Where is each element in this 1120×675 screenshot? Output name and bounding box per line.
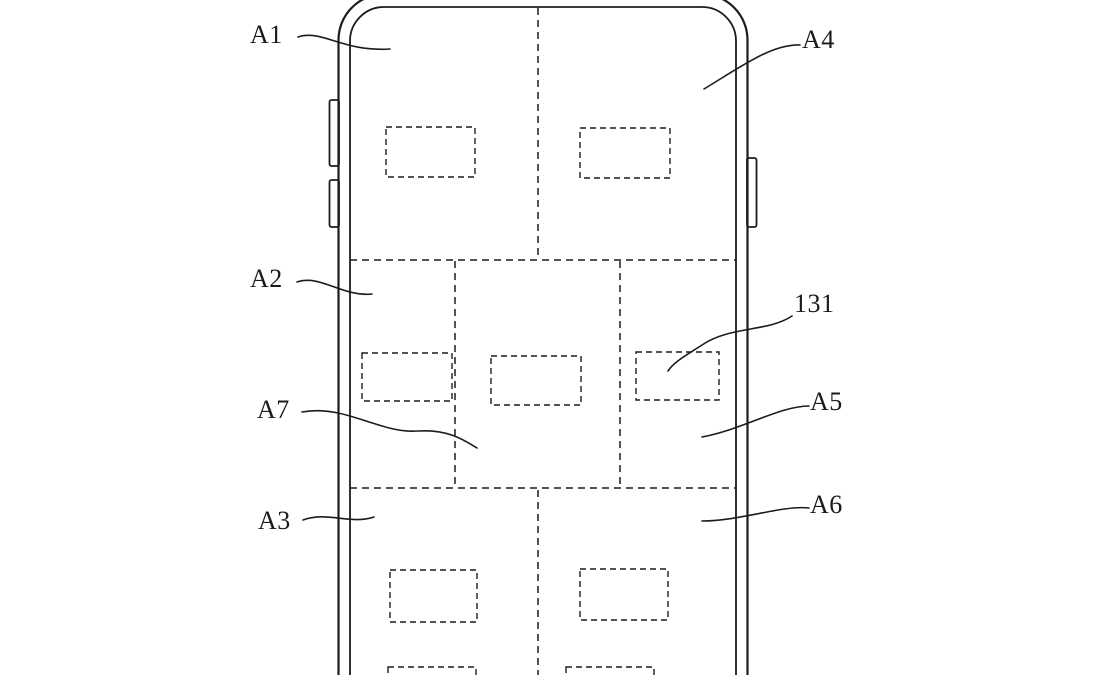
key-area-bottom-right [579, 568, 669, 621]
leader-a6 [701, 506, 810, 522]
phone-outer-body [337, 0, 749, 675]
leader-a4 [703, 44, 801, 90]
label-a4: A4 [802, 25, 835, 54]
leader-a2 [296, 279, 373, 295]
label-131: 131 [794, 289, 835, 318]
leader-lines [296, 34, 810, 522]
region-dividers [350, 8, 736, 675]
leader-a1 [297, 34, 391, 51]
key-area-top-left [385, 126, 476, 178]
leader-131 [667, 315, 793, 372]
label-a3: A3 [258, 506, 291, 535]
key-area-mid-right [635, 351, 720, 401]
key-area-mid-left [361, 352, 453, 402]
leader-a3 [302, 516, 375, 521]
key-area-top-right [579, 127, 671, 179]
dashed-key-areas [361, 126, 720, 675]
label-a2: A2 [250, 264, 283, 293]
key-area-bottom-left [389, 569, 478, 623]
leader-a7 [301, 409, 478, 449]
label-a6: A6 [810, 490, 843, 519]
phone-screen-border [349, 6, 737, 675]
leader-a5 [701, 405, 810, 438]
key-area-mid-center [490, 355, 582, 406]
label-a5: A5 [810, 387, 843, 416]
label-a7: A7 [257, 395, 290, 424]
label-a1: A1 [250, 20, 283, 49]
key-area-bottom-right-cut [565, 666, 655, 675]
key-area-bottom-left-cut [387, 666, 477, 675]
